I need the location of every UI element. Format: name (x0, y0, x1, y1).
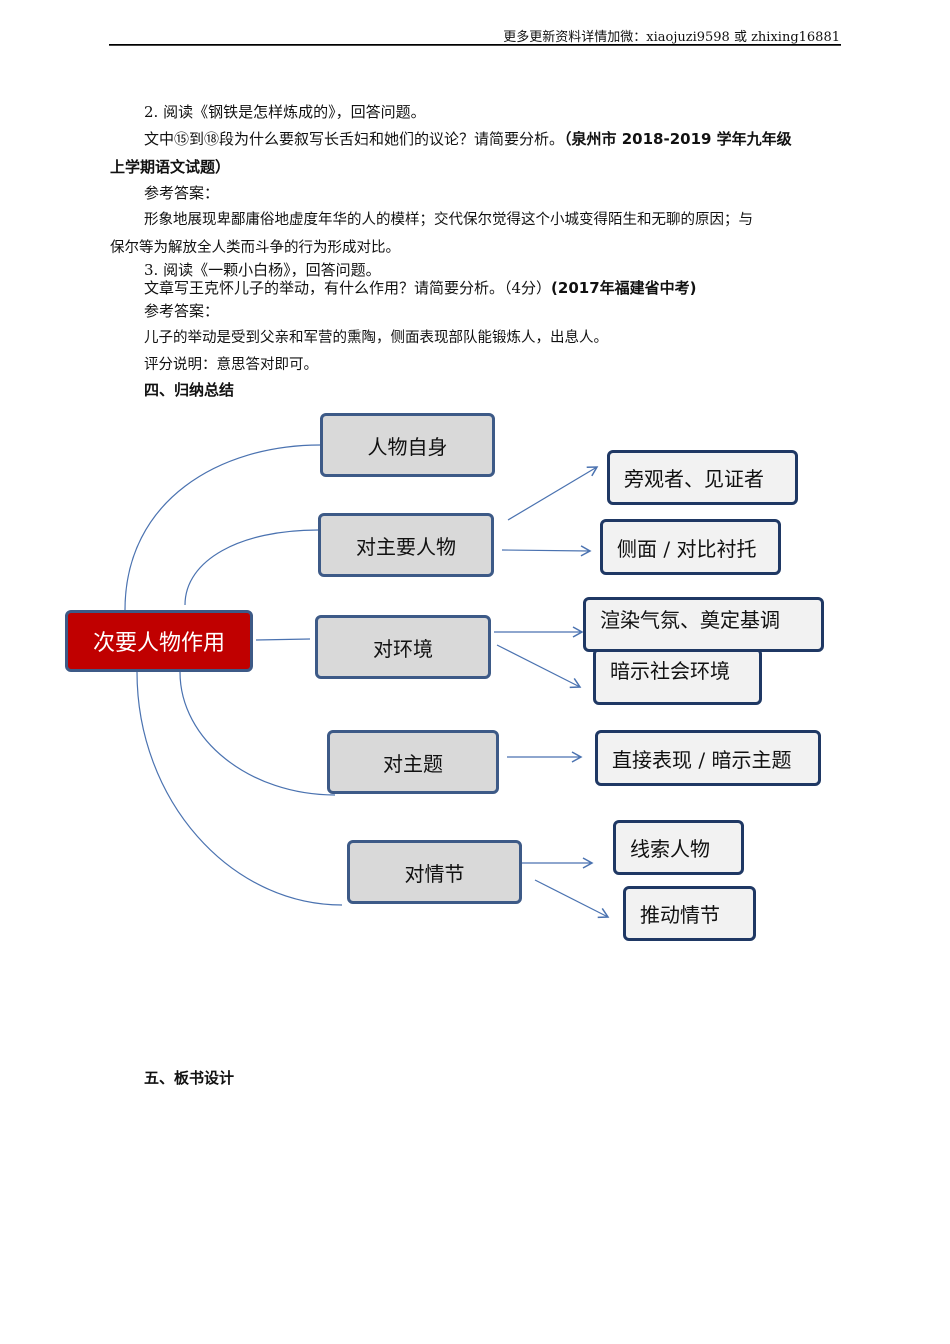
branch-plot: 对情节 (347, 840, 522, 904)
leaf-drive-plot: 推动情节 (623, 886, 756, 941)
connector-self (124, 444, 321, 611)
arrow-7 (534, 879, 610, 919)
root-node: 次要人物作用 (65, 610, 253, 672)
section4-heading: 四、归纳总结 (144, 381, 235, 399)
q2-source: （泉州市 2018-2019 学年九年级 (564, 130, 792, 148)
section5-heading: 五、板书设计 (144, 1069, 235, 1087)
arrow-1 (507, 466, 599, 521)
connector-theme (179, 671, 336, 796)
q3-source: (2017年福建省中考) (551, 279, 697, 297)
q2-title: 2. 阅读《钢铁是怎样炼成的》，回答问题。 (144, 103, 426, 121)
q3-answer: 儿子的举动是受到父亲和军营的熏陶，侧面表现部队能锻炼人，出息人。 (144, 330, 608, 346)
q2-question: 文中⑮到⑱段为什么要叙写长舌妇和她们的议论？请简要分析。（泉州市 2018-20… (144, 128, 792, 149)
leaf-witness: 旁观者、见证者 (607, 450, 798, 505)
branch-environment: 对环境 (315, 615, 491, 679)
branch-self: 人物自身 (320, 413, 495, 477)
q2-answer-label: 参考答案： (144, 184, 220, 202)
q2-answer-line1: 形象地展现卑鄙庸俗地虚度年华的人的模样；交代保尔觉得这个小城变得陌生和无聊的原因… (144, 212, 753, 228)
q2-question-text: 文中⑮到⑱段为什么要叙写长舌妇和她们的议论？请简要分析。 (144, 130, 565, 148)
connector-plot (136, 671, 343, 906)
branch-main-character: 对主要人物 (318, 513, 494, 577)
q3-title: 3. 阅读《一颗小白杨》，回答问题。 (144, 261, 381, 279)
leaf-contrast: 侧面 / 对比衬托 (600, 519, 781, 575)
q3-question: 文章写王克怀儿子的举动，有什么作用？请简要分析。（4分）(2017年福建省中考) (144, 277, 697, 298)
connector-main-char (184, 529, 319, 606)
leaf-society: 暗示社会环境 (593, 648, 762, 705)
branch-theme: 对主题 (327, 730, 499, 794)
arrow-4 (496, 644, 582, 689)
q3-question-text: 文章写王克怀儿子的举动，有什么作用？请简要分析。（4分） (144, 279, 552, 297)
connector-env (255, 638, 311, 641)
q2-answer-line2: 保尔等为解放全人类而斗争的行为形成对比。 (110, 240, 400, 256)
header-rule (109, 44, 841, 46)
q3-answer-label: 参考答案： (144, 302, 220, 320)
header-text: 更多更新资料详情加微：xiaojuzi9598 或 zhixing16881 (503, 30, 840, 45)
arrow-2 (501, 545, 592, 557)
leaf-atmosphere: 渲染气氛、奠定基调 (583, 597, 824, 652)
q2-source-cont: 上学期语文试题） (110, 158, 231, 176)
leaf-clue: 线索人物 (613, 820, 744, 875)
leaf-theme: 直接表现 / 暗示主题 (595, 730, 821, 786)
q3-scoring: 评分说明：意思答对即可。 (144, 357, 318, 373)
